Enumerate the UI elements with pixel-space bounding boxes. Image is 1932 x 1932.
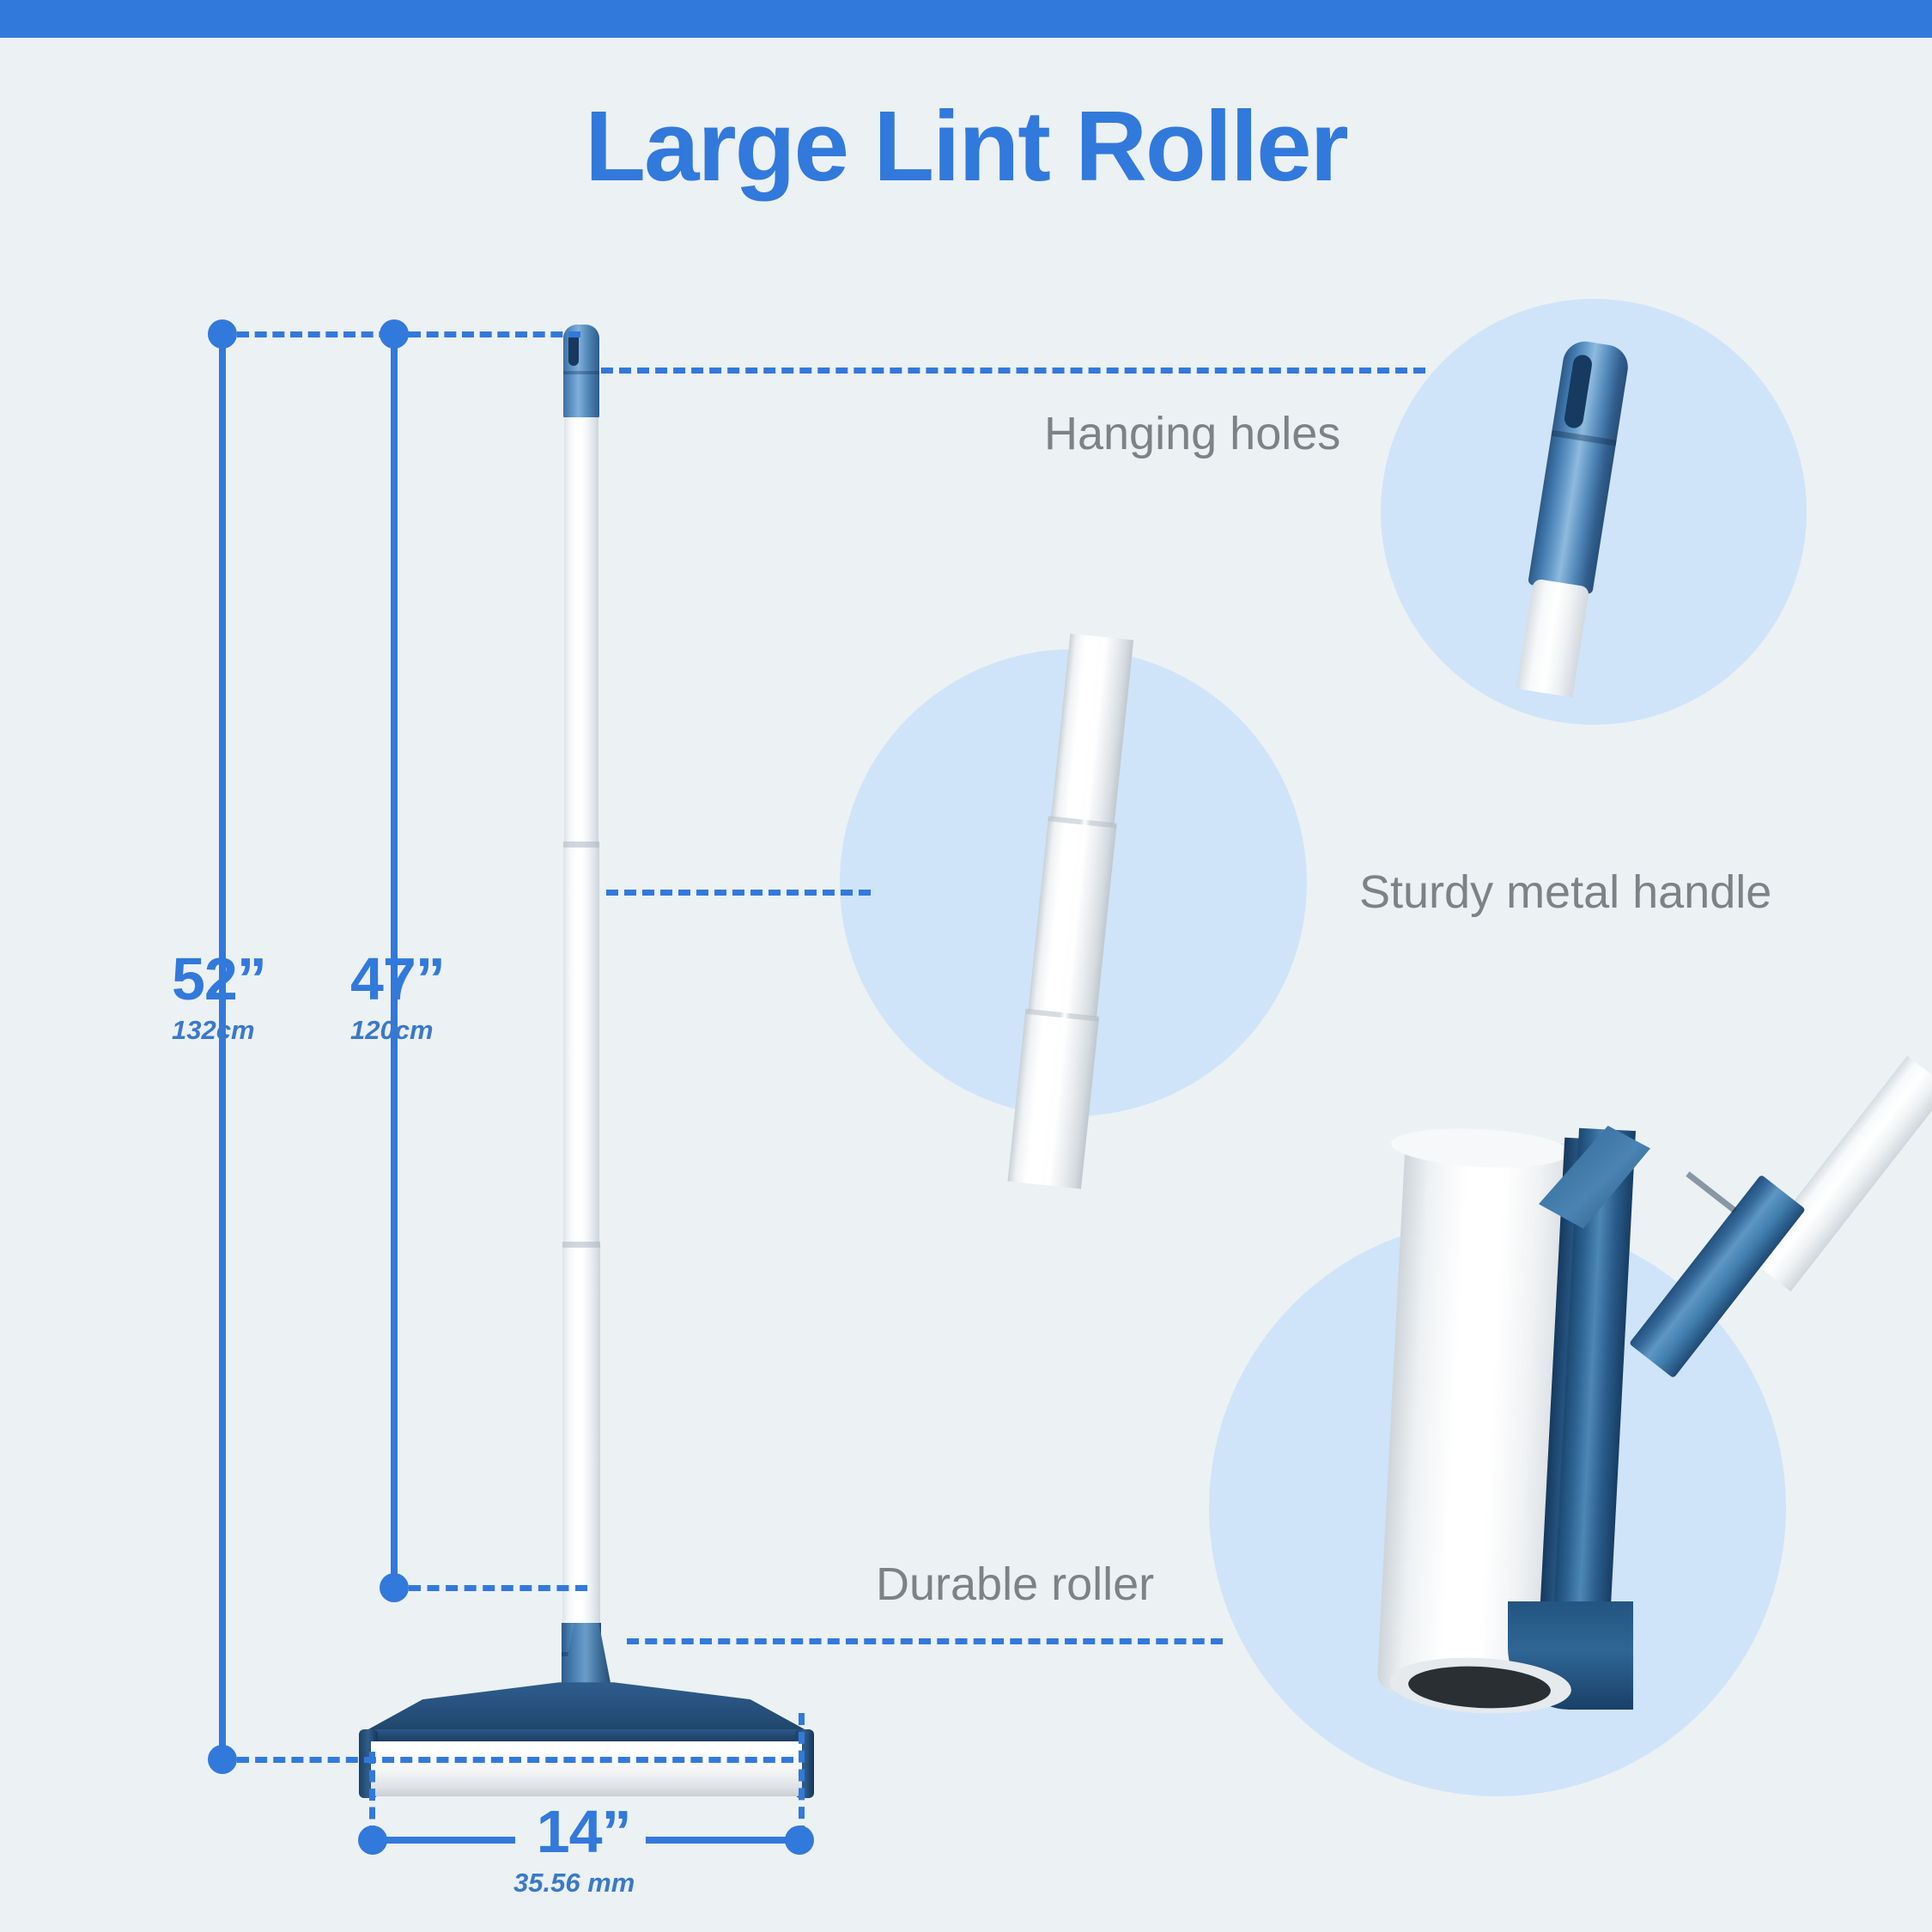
dim-leader-handle-top (409, 331, 580, 337)
dim-leader-handle-bottom (409, 1585, 587, 1591)
dim-dot-total-bottom (208, 1745, 237, 1774)
closeup-pole-white (1748, 1055, 1932, 1292)
top-accent-bar (0, 0, 1932, 38)
dim-dot-handle-bottom (380, 1573, 409, 1602)
callout-label-durable-roller: Durable roller (876, 1558, 1155, 1610)
pole-shaft-upper (564, 417, 598, 847)
pole-shaft-joint-upper (563, 841, 599, 848)
pole-shaft-joint-lower (562, 1242, 600, 1248)
callout-label-hanging-holes: Hanging holes (1044, 408, 1341, 459)
page-title: Large Lint Roller (585, 90, 1349, 202)
dim-line-total (219, 334, 226, 1759)
dim-leader-width-left (369, 1752, 375, 1838)
inset-art-roller-head (1340, 1043, 1932, 1782)
dim-dot-width-left (358, 1826, 387, 1855)
dim-line-handle (391, 334, 398, 1588)
callout-leader-metal-handle (606, 890, 871, 896)
dim-label-roller-width: 14” 35.56 mm (513, 1798, 635, 1896)
dim-value-handle-inches: 47” (350, 945, 446, 1012)
dim-leader-total-top (237, 331, 409, 337)
pole-shaft-middle (563, 843, 599, 1247)
closeup-pole-connector-rim (1686, 1171, 1737, 1213)
dim-label-handle-height: 47” 120cm (350, 945, 446, 1045)
product-roller-head (359, 1623, 814, 1798)
dim-value-width-mm: 35.56 mm (513, 1868, 635, 1898)
dim-value-handle-cm: 120cm (350, 1015, 434, 1045)
handle-pole-white (1516, 578, 1590, 698)
dim-line-width-right (646, 1837, 788, 1844)
pole-shaft-lower (562, 1243, 600, 1628)
dim-dot-width-right (785, 1826, 814, 1855)
roller-head-bracket (359, 1682, 814, 1735)
dim-value-total-inches: 52” (172, 945, 267, 1012)
dim-leader-width-right (799, 1713, 805, 1838)
callout-leader-hanging-holes (601, 368, 1425, 374)
callout-label-metal-handle: Sturdy metal handle (1359, 866, 1772, 918)
callout-leader-durable-roller (627, 1638, 1223, 1644)
dim-leader-total-bottom (237, 1757, 793, 1763)
dim-line-width-left (385, 1837, 515, 1844)
roller-cylinder (371, 1743, 802, 1796)
dim-value-total-cm: 132cm (172, 1015, 255, 1045)
dim-value-width-inches: 14” (536, 1798, 632, 1865)
dim-label-total-height: 52” 132cm (172, 945, 267, 1045)
hanging-hole-icon (568, 331, 579, 366)
product-handle-pole (562, 325, 601, 1716)
pole-top-cap-rim (563, 371, 599, 374)
